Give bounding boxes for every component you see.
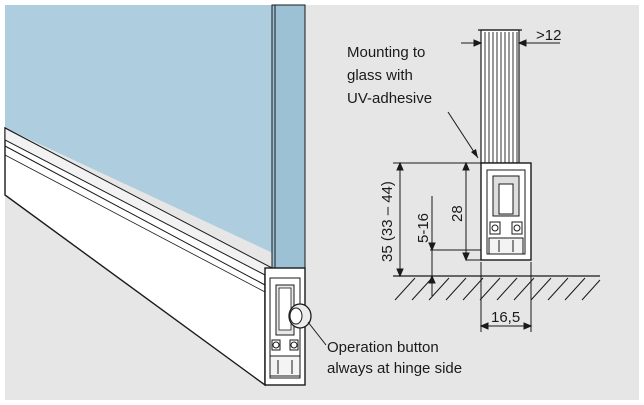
dim-seal-travel-label: 5-16	[415, 213, 432, 243]
dim-profile-width	[479, 262, 533, 332]
floor-hatching	[394, 277, 601, 301]
dim-profile-height-label: 28	[449, 205, 466, 222]
dim-glass-thickness	[461, 39, 560, 47]
cross-section-view: >12 35 (33 – 44) 5-16 28	[379, 27, 601, 332]
glass-edge	[271, 4, 306, 269]
operation-leader-line	[307, 321, 327, 346]
operation-button	[288, 303, 312, 329]
glass-pane	[5, 5, 305, 268]
dim-profile-width-label: 16,5	[491, 309, 520, 326]
dim-overall-height	[396, 161, 404, 278]
dim-seal-travel	[428, 196, 436, 296]
perspective-view	[4, 4, 327, 387]
dim-overall-height-label: 35 (33 – 44)	[379, 181, 396, 262]
dim-glass-thickness-label: >12	[536, 27, 561, 44]
mounting-label-line2: glass with	[347, 67, 413, 84]
operation-label-line1: Operation button	[327, 339, 439, 356]
mounting-label-line3: UV-adhesive	[347, 90, 432, 107]
dim-profile-height	[462, 161, 481, 262]
mounting-leader-line	[447, 111, 479, 159]
operation-label-line2: always at hinge side	[327, 360, 462, 377]
mounting-label-line1: Mounting to	[347, 44, 425, 61]
